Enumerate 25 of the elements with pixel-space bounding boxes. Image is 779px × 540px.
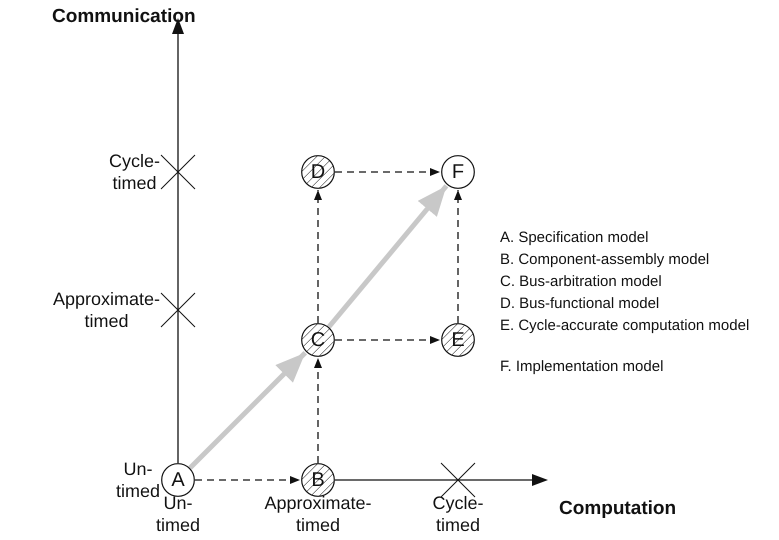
axis-tick-label: Approximate- timed: [264, 492, 372, 536]
axis-tick-label: Cycle- timed: [432, 492, 484, 536]
thick-arrow: [188, 350, 308, 470]
dashed-arrow: [314, 358, 322, 463]
axis-tick-label: Approximate- timed: [53, 288, 160, 332]
legend-text: B. Component-assembly model: [500, 250, 710, 269]
legend-text: D. Bus-functional model: [500, 294, 660, 313]
circle-node: [161, 463, 195, 497]
axis-title: Communication: [52, 6, 196, 28]
dashed-arrow: [335, 336, 440, 344]
legend-text: F. Implementation model: [500, 357, 664, 376]
legend-text: E. Cycle-accurate computation model: [500, 316, 750, 335]
dashed-arrow: [454, 190, 462, 323]
dashed-arrow: [314, 190, 322, 323]
legend-text: C. Bus-arbitration model: [500, 272, 663, 291]
legend-text: A. Specification model: [500, 228, 650, 247]
axis-title: Computation: [559, 498, 676, 520]
circle-node: [441, 155, 475, 189]
thick-arrow: [326, 184, 448, 329]
node-letter: F: [452, 160, 464, 184]
dashed-arrow: [195, 476, 300, 484]
axis-tick-label: Un- timed: [116, 458, 160, 502]
node-letter: A: [171, 468, 185, 492]
dashed-arrow: [335, 168, 440, 176]
axis-tick-label: Cycle- timed: [109, 150, 160, 194]
